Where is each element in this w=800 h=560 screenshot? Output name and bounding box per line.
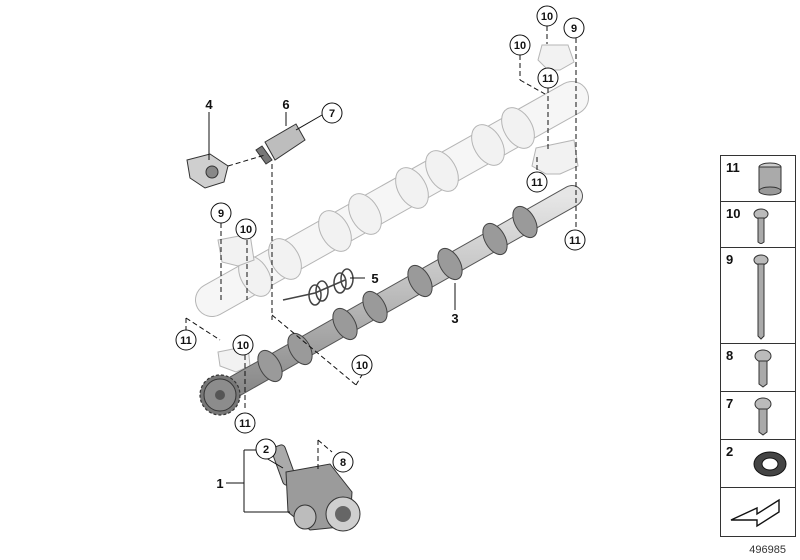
svg-text:10: 10 [356, 360, 368, 372]
svg-text:10: 10 [237, 340, 249, 352]
legend-number: 9 [726, 252, 734, 267]
callout-11-mid: 11 [526, 171, 548, 193]
callout-5: 5 [371, 271, 378, 286]
svg-text:5: 5 [371, 271, 378, 286]
upper-camshaft-ghost [195, 81, 589, 317]
svg-text:6: 6 [282, 97, 289, 112]
callout-6: 6 [282, 97, 289, 112]
part-5-spring [282, 268, 354, 306]
part-4-sensor [186, 153, 229, 189]
arrow-symbol-icon [730, 498, 780, 528]
callout-10-top: 10 [536, 5, 558, 27]
svg-text:9: 9 [218, 208, 224, 220]
callout-2: 2 [255, 438, 277, 460]
diagram-reference-number: 496985 [749, 544, 786, 556]
svg-text:11: 11 [180, 335, 192, 347]
legend-number: 10 [726, 206, 741, 221]
medium-torx-bolt-icon [754, 349, 772, 388]
callout-8: 8 [332, 451, 354, 473]
legend-row-7: 7 [721, 392, 795, 440]
callout-4: 4 [205, 97, 213, 112]
callout-11-top: 11 [537, 67, 559, 89]
legend-number: 8 [726, 348, 734, 363]
svg-text:11: 11 [542, 73, 554, 85]
callout-9-left: 9 [210, 202, 232, 224]
callout-7: 7 [321, 102, 343, 124]
camshaft-sprocket [199, 374, 241, 416]
svg-text:1: 1 [216, 476, 223, 491]
shaft-seal-ring-icon [753, 451, 787, 477]
svg-text:11: 11 [531, 177, 543, 189]
callout-10-left: 10 [235, 218, 257, 240]
svg-text:7: 7 [329, 108, 335, 120]
legend-row-11: 11 [721, 156, 795, 202]
callout-10-bottom: 10 [351, 354, 373, 376]
svg-text:11: 11 [569, 235, 581, 247]
leader-lines [185, 26, 577, 513]
svg-text:8: 8 [340, 457, 346, 469]
legend-number: 7 [726, 396, 734, 411]
svg-text:11: 11 [239, 418, 251, 430]
callout-10-lower: 10 [232, 334, 254, 356]
legend-number: 11 [726, 160, 740, 175]
callout-3: 3 [451, 311, 458, 326]
svg-text:10: 10 [514, 40, 526, 52]
short-torx-bolt-icon [753, 208, 769, 244]
lower-camshaft [199, 185, 583, 416]
long-torx-bolt-icon [753, 254, 769, 340]
legend-row-8: 8 [721, 344, 795, 392]
legend-row-10: 10 [721, 202, 795, 248]
callout-11-bottom: 11 [234, 412, 256, 434]
parts-legend-panel: 11 10 9 8 7 2 [720, 155, 796, 537]
legend-number: 2 [726, 444, 734, 459]
medium-torx-bolt-icon [754, 397, 772, 436]
legend-row-arrow [721, 488, 795, 536]
svg-text:2: 2 [263, 444, 269, 456]
part-6-plug [255, 123, 306, 165]
dowel-sleeve-icon [758, 162, 782, 196]
legend-row-9: 9 [721, 248, 795, 344]
svg-text:9: 9 [571, 23, 577, 35]
callout-1: 1 [216, 476, 223, 491]
svg-text:4: 4 [205, 97, 213, 112]
callout-11-left: 11 [175, 329, 197, 351]
legend-row-2: 2 [721, 440, 795, 488]
svg-text:3: 3 [451, 311, 458, 326]
callout-11-right: 11 [564, 229, 586, 251]
part-1-solenoid-valve [271, 444, 361, 532]
callout-10-top-second: 10 [509, 34, 531, 56]
svg-text:10: 10 [541, 11, 553, 23]
svg-text:10: 10 [240, 224, 252, 236]
callout-9-top: 9 [563, 17, 585, 39]
